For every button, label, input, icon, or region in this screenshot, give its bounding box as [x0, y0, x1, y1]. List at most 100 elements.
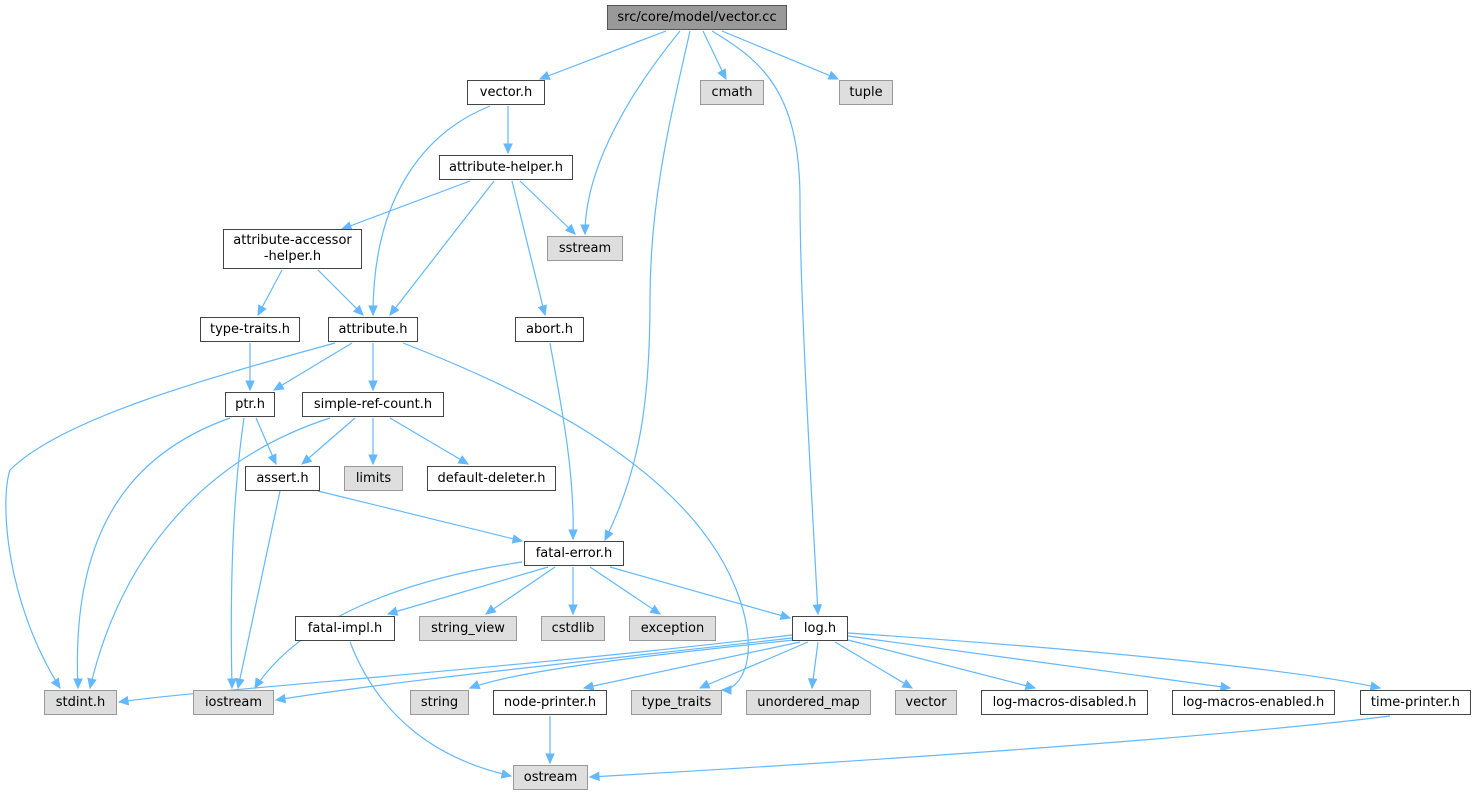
edge-attribute-h-to-stdint-h — [5, 342, 336, 689]
node-string-view[interactable]: string_view — [419, 616, 517, 641]
edge-accessor-to-type-traits-h-arrowhead — [257, 304, 267, 317]
edge-fatal-error-h-to-iostream — [254, 561, 523, 689]
edge-log-h-to-stdint-h-arrowhead — [117, 695, 130, 706]
edge-vector-cc-to-cmath-arrowhead — [717, 68, 727, 81]
edge-ptr-h-to-stdint-h-arrowhead — [73, 678, 83, 690]
edge-attribute-h-to-type-traits-arrowhead — [720, 685, 732, 695]
edge-log-h-to-stdint-h — [118, 634, 793, 703]
node-vector[interactable]: vector — [895, 690, 957, 715]
node-limits[interactable]: limits — [344, 466, 403, 491]
edge-assert-h-to-fatal-error-h — [317, 490, 523, 542]
edge-log-h-to-iostream-arrowhead — [274, 693, 287, 704]
edge-log-h-to-node-printer-h — [583, 641, 801, 689]
node-ptr-h[interactable]: ptr.h — [225, 392, 275, 417]
edge-fatal-error-h-to-string-view — [485, 566, 556, 615]
node-exception[interactable]: exception — [629, 616, 716, 641]
node-sstream[interactable]: sstream — [547, 236, 623, 261]
edge-log-h-to-unordered-map-arrowhead — [807, 678, 818, 690]
node-string[interactable]: string — [410, 690, 469, 715]
node-fatal-error-h[interactable]: fatal-error.h — [524, 541, 624, 566]
node-stdint-h[interactable]: stdint.h — [44, 690, 117, 715]
node-type-traits-h[interactable]: type-traits.h — [200, 317, 300, 342]
edge-simple-ref-count-h-to-assert-h-arrowhead — [301, 454, 313, 465]
edge-vector-cc-to-tuple — [721, 30, 839, 80]
edge-attribute-h-to-ptr-h-arrowhead — [272, 381, 285, 391]
edge-log-h-to-log-macros-enabled-h-arrowhead — [1219, 681, 1232, 692]
node-cstdlib[interactable]: cstdlib — [541, 616, 605, 641]
edge-attribute-helper-h-to-sstream-arrowhead — [564, 223, 576, 235]
edge-attribute-h-to-ptr-h — [273, 342, 353, 391]
edge-vector-h-to-attribute-helper-h-arrowhead — [503, 143, 513, 155]
edge-log-h-to-log-macros-disabled-h-arrowhead — [1024, 680, 1037, 690]
node-fatal-impl-h[interactable]: fatal-impl.h — [295, 616, 395, 641]
edge-time-printer-h-to-ostream — [589, 715, 1391, 778]
edge-accessor-to-attribute-h-arrowhead — [352, 304, 364, 316]
edge-assert-h-to-fatal-error-h-arrowhead — [511, 534, 524, 544]
node-simple-ref-count-h[interactable]: simple-ref-count.h — [302, 392, 444, 417]
node-type-traits[interactable]: type_traits — [631, 690, 722, 715]
node-time-printer-h[interactable]: time-printer.h — [1360, 690, 1471, 715]
node-log-h[interactable]: log.h — [792, 616, 848, 641]
edge-fatal-error-h-to-log-h-arrowhead — [779, 610, 792, 620]
node-cmath[interactable]: cmath — [700, 80, 764, 105]
edge-assert-h-to-iostream-arrowhead — [235, 677, 245, 690]
edge-abort-h-to-fatal-error-h-arrowhead — [568, 529, 578, 541]
edge-node-printer-h-to-ostream-arrowhead — [545, 753, 555, 765]
edge-attribute-h-to-simple-ref-count-h-arrowhead — [368, 380, 378, 392]
edge-log-h-to-time-printer-h-arrowhead — [1369, 681, 1382, 691]
edge-attribute-helper-h-to-sstream — [519, 180, 576, 235]
edge-log-h-to-iostream — [275, 637, 793, 701]
edge-simple-ref-count-h-to-stdint-h-arrowhead — [87, 677, 97, 690]
edge-fatal-error-h-to-exception — [589, 566, 661, 615]
edge-fatal-error-h-to-fatal-impl-h-arrowhead — [386, 606, 399, 616]
edge-assert-h-to-iostream — [237, 490, 281, 689]
node-tuple[interactable]: tuple — [839, 80, 893, 105]
edge-fatal-impl-h-to-ostream — [349, 641, 512, 777]
edge-log-h-to-log-macros-enabled-h — [847, 635, 1231, 689]
edge-fatal-error-h-to-exception-arrowhead — [649, 604, 662, 615]
edge-time-printer-h-to-ostream-arrowhead — [588, 771, 600, 782]
edge-accessor-to-attribute-h — [317, 269, 364, 316]
edge-fatal-error-h-to-cstdlib-arrowhead — [568, 604, 578, 616]
edge-vector-h-to-attribute-h-arrowhead — [368, 305, 378, 317]
edge-simple-ref-count-h-to-default-deleter-h — [389, 417, 469, 465]
edge-log-h-to-string-arrowhead — [468, 680, 481, 690]
node-default-deleter-h[interactable]: default-deleter.h — [427, 466, 556, 491]
node-vector-h[interactable]: vector.h — [467, 80, 545, 105]
node-assert-h[interactable]: assert.h — [245, 466, 320, 491]
node-log-macros-disabled-h[interactable]: log-macros-disabled.h — [981, 690, 1148, 715]
node-vector-cc[interactable]: src/core/model/vector.cc — [607, 5, 787, 30]
edge-fatal-error-h-to-log-h — [609, 566, 791, 619]
edge-fatal-error-h-to-fatal-impl-h — [387, 566, 549, 615]
node-iostream[interactable]: iostream — [193, 690, 274, 715]
edge-attribute-helper-h-to-abort-h — [511, 180, 546, 316]
node-log-macros-enabled-h[interactable]: log-macros-enabled.h — [1172, 690, 1335, 715]
node-node-printer-h[interactable]: node-printer.h — [493, 690, 607, 715]
edge-fatal-impl-h-to-ostream-arrowhead — [500, 769, 513, 779]
edge-log-h-to-type-traits-arrowhead — [698, 679, 711, 689]
edge-log-h-to-vector — [834, 641, 913, 689]
node-ostream[interactable]: ostream — [513, 765, 588, 790]
node-unordered-map[interactable]: unordered_map — [746, 690, 871, 715]
edge-vector-cc-to-vector-h — [539, 30, 667, 80]
node-attribute-h[interactable]: attribute.h — [328, 317, 418, 342]
edge-vector-cc-to-sstream-arrowhead — [580, 224, 590, 236]
edge-attribute-helper-h-to-accessor — [341, 180, 471, 230]
edge-attribute-helper-h-to-attribute-h — [389, 180, 495, 316]
edge-ptr-h-to-iostream-arrowhead — [227, 678, 237, 690]
edge-vector-cc-to-log-h-arrowhead — [812, 604, 823, 616]
edge-vector-cc-to-vector-h-arrowhead — [538, 71, 551, 80]
node-attribute-accessor-helper-h-line2: -helper.h — [263, 249, 322, 264]
edge-fatal-error-h-to-string-view-arrowhead — [485, 604, 497, 615]
edge-simple-ref-count-h-to-default-deleter-h-arrowhead — [457, 455, 470, 465]
edge-vector-cc-to-log-h — [711, 30, 819, 615]
edge-simple-ref-count-h-to-assert-h — [301, 417, 356, 465]
node-abort-h[interactable]: abort.h — [515, 317, 584, 342]
edge-fatal-error-h-to-iostream-arrowhead — [254, 677, 264, 690]
node-attribute-helper-h[interactable]: attribute-helper.h — [439, 155, 573, 180]
node-attribute-accessor-helper-h[interactable]: attribute-accessor -helper.h — [223, 229, 362, 269]
edge-abort-h-to-fatal-error-h — [549, 342, 574, 540]
edge-ptr-h-to-stdint-h — [76, 417, 231, 689]
edge-attribute-h-to-stdint-h-arrowhead — [50, 677, 61, 690]
